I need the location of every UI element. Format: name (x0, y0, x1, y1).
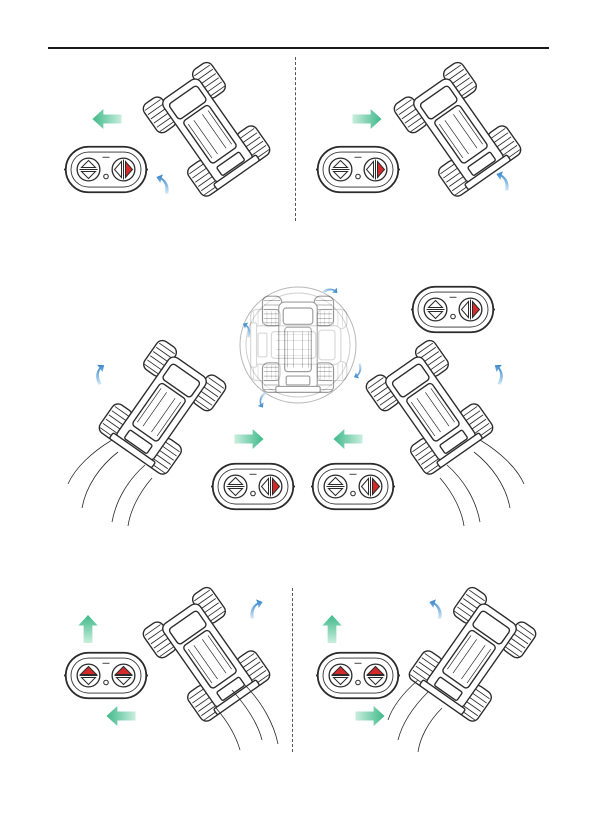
blue-rotation-arrow-icon (92, 363, 110, 385)
rotation-arrow-forward-left (250, 599, 262, 618)
rotation-arrow-turn-left (156, 174, 168, 193)
remote-drift-right (208, 464, 299, 510)
remote-drift-left (308, 464, 399, 510)
monster-truck-icon (364, 338, 496, 477)
truck-forward-right (407, 585, 539, 724)
remote-control-icon (313, 653, 404, 699)
truck-drift-left (364, 338, 496, 477)
green-direction-arrow-icon (106, 706, 135, 726)
remote-control-icon (61, 147, 152, 193)
green-direction-arrow-icon (333, 429, 362, 449)
monster-truck-icon (141, 585, 273, 724)
rotation-arrow-turn-right (496, 171, 508, 190)
monster-truck-icon (97, 338, 229, 477)
remote-control-icon (408, 287, 499, 333)
green-direction-arrow-icon (355, 706, 384, 726)
truck-drift-right (97, 338, 229, 477)
remote-forward-right (313, 653, 404, 699)
remote-forward-left (61, 653, 152, 699)
green-direction-arrow-icon (234, 429, 263, 449)
remote-control-icon (208, 464, 299, 510)
remote-control-icon (308, 464, 399, 510)
truck-forward-left (141, 585, 273, 724)
blue-rotation-arrow-icon (156, 174, 168, 193)
rotation-arrow-spin-3 (352, 363, 364, 379)
green-direction-arrow-icon (78, 615, 97, 643)
blue-rotation-arrow-icon (496, 171, 508, 190)
rotation-arrow-drift-right (489, 363, 507, 385)
remote-control-icon (313, 147, 404, 193)
blue-rotation-arrow-icon (489, 363, 507, 385)
blue-rotation-arrow-icon (250, 599, 262, 618)
rotation-arrow-drift-left (92, 363, 110, 385)
remote-center-spin (408, 287, 499, 333)
green-direction-arrow-icon (352, 109, 381, 129)
remote-turn-right (313, 147, 404, 193)
green-direction-arrow-icon (92, 109, 121, 129)
rotation-arrow-forward-right (429, 599, 441, 618)
monster-truck-icon (407, 585, 539, 724)
blue-rotation-arrow-icon (429, 599, 441, 618)
remote-turn-left (61, 147, 152, 193)
green-direction-arrow-icon (322, 615, 341, 643)
blue-rotation-arrow-icon (352, 363, 364, 379)
remote-control-icon (61, 653, 152, 699)
